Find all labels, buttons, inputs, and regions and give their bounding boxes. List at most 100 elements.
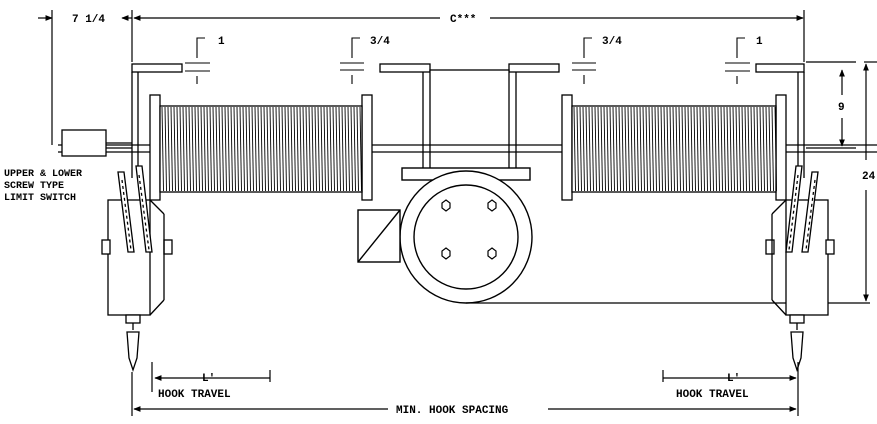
rope-groove-line — [723, 106, 726, 192]
left-offset-dimension: 7 1/4 — [72, 14, 105, 26]
gap-outer-right-label: 1 — [756, 36, 763, 48]
rope-groove-line — [350, 106, 353, 192]
rope-groove-line — [687, 106, 690, 192]
rope-groove-line — [293, 106, 296, 192]
rope-groove-line — [242, 106, 245, 192]
rope-groove-line — [762, 106, 765, 192]
rope-groove-line — [747, 106, 750, 192]
drum-height-dimension: 9 — [838, 102, 845, 114]
rope-groove-line — [774, 106, 777, 192]
rope-groove-line — [684, 106, 687, 192]
rope-groove-line — [573, 106, 576, 192]
rope-groove-line — [729, 106, 732, 192]
rope-groove-line — [266, 106, 269, 192]
rope-groove-line — [678, 106, 681, 192]
rope-groove-line — [642, 106, 645, 192]
hook-travel-left-dimension: L' — [202, 373, 215, 385]
rope-groove-line — [305, 106, 308, 192]
rope-groove-line — [588, 106, 591, 192]
rope-groove-line — [239, 106, 242, 192]
hook-travel-right-label: HOOK TRAVEL — [676, 389, 749, 401]
rope-groove-line — [326, 106, 329, 192]
rope-groove-line — [585, 106, 588, 192]
rope-groove-line — [771, 106, 774, 192]
rope-groove-line — [248, 106, 251, 192]
motor-assembly — [357, 167, 533, 304]
gap-inner-right-label: 3/4 — [602, 36, 622, 48]
rope-groove-line — [302, 106, 305, 192]
rope-groove-line — [299, 106, 302, 192]
span-dimension-c: C*** — [450, 14, 476, 26]
rope-groove-line — [218, 106, 221, 192]
rope-groove-line — [630, 106, 633, 192]
rope-groove-line — [356, 106, 359, 192]
rope-groove-line — [338, 106, 341, 192]
right-drum-rope-grooves — [573, 106, 777, 192]
rope-groove-line — [314, 106, 317, 192]
right-hook-block — [765, 165, 835, 373]
rope-groove-line — [714, 106, 717, 192]
rope-groove-line — [176, 106, 179, 192]
rope-groove-line — [621, 106, 624, 192]
left-drum — [149, 94, 373, 201]
left-hook-block — [101, 165, 173, 373]
rope-groove-line — [651, 106, 654, 192]
rope-groove-line — [603, 106, 606, 192]
overall-height-dimension: 24 — [862, 171, 876, 183]
rope-groove-line — [579, 106, 582, 192]
rope-groove-line — [335, 106, 338, 192]
rope-groove-line — [353, 106, 356, 192]
rope-groove-line — [281, 106, 284, 192]
rope-groove-line — [609, 106, 612, 192]
rope-groove-line — [185, 106, 188, 192]
rope-groove-line — [765, 106, 768, 192]
rope-groove-line — [188, 106, 191, 192]
rope-groove-line — [272, 106, 275, 192]
rope-groove-line — [359, 106, 362, 192]
rope-groove-line — [720, 106, 723, 192]
rope-groove-line — [681, 106, 684, 192]
rope-groove-line — [627, 106, 630, 192]
rope-groove-line — [594, 106, 597, 192]
min-hook-spacing-label: MIN. HOOK SPACING — [396, 405, 509, 417]
rope-groove-line — [347, 106, 350, 192]
rope-groove-line — [717, 106, 720, 192]
rope-groove-line — [200, 106, 203, 192]
rope-groove-line — [735, 106, 738, 192]
rope-groove-line — [576, 106, 579, 192]
limit-switch-label-line3: LIMIT SWITCH — [4, 193, 76, 204]
rope-groove-line — [732, 106, 735, 192]
rope-groove-line — [215, 106, 218, 192]
rope-groove-line — [591, 106, 594, 192]
hook-travel-right-dimension: L' — [727, 373, 740, 385]
rope-groove-line — [206, 106, 209, 192]
rope-groove-line — [275, 106, 278, 192]
rope-groove-line — [675, 106, 678, 192]
rope-groove-line — [741, 106, 744, 192]
motor-bolts — [441, 199, 497, 260]
rope-groove-line — [672, 106, 675, 192]
rope-groove-line — [254, 106, 257, 192]
height-dimension-lines — [806, 61, 877, 302]
rope-groove-line — [708, 106, 711, 192]
rope-groove-line — [308, 106, 311, 192]
rope-groove-line — [624, 106, 627, 192]
limit-switch-label-line1: UPPER & LOWER — [4, 169, 82, 180]
rope-groove-line — [600, 106, 603, 192]
limit-switch-box — [61, 129, 132, 157]
rope-groove-line — [606, 106, 609, 192]
left-drum-rope-grooves — [161, 106, 362, 192]
rope-groove-line — [341, 106, 344, 192]
rope-groove-line — [161, 106, 164, 192]
rope-groove-line — [750, 106, 753, 192]
rope-groove-line — [194, 106, 197, 192]
rope-groove-line — [753, 106, 756, 192]
gap-inner-left-label: 3/4 — [370, 36, 390, 48]
rope-groove-line — [260, 106, 263, 192]
rope-groove-line — [612, 106, 615, 192]
rope-groove-line — [203, 106, 206, 192]
rope-groove-line — [669, 106, 672, 192]
rope-groove-line — [287, 106, 290, 192]
gap-outer-left-label: 1 — [218, 36, 225, 48]
